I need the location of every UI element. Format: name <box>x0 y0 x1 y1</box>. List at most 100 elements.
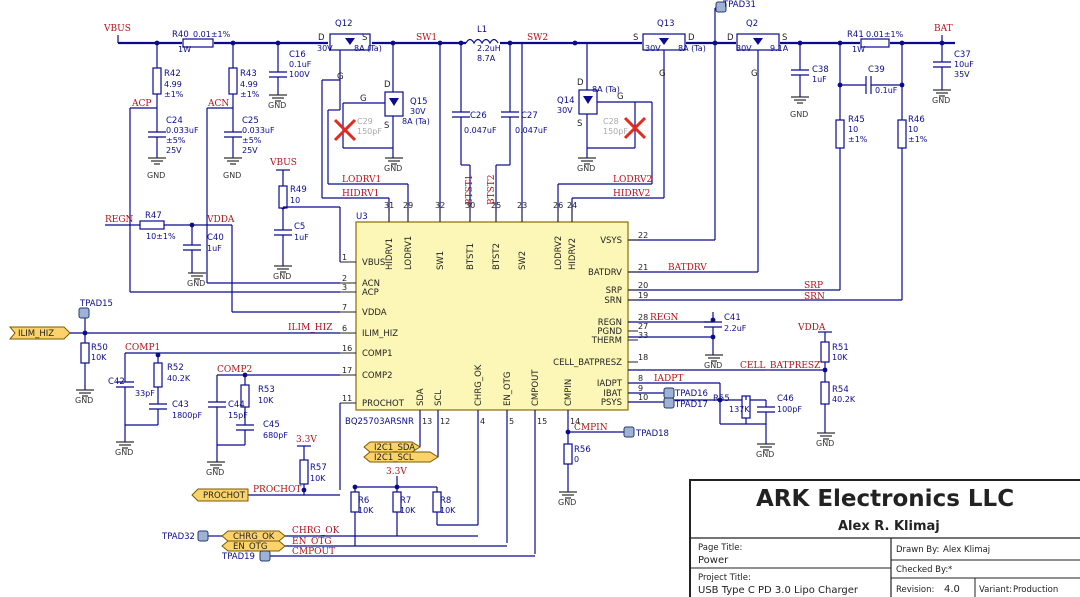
mosfet-q15: Q15 30V 8A (Ta) D S G <box>343 43 430 158</box>
svg-text:R45: R45 <box>848 115 865 125</box>
svg-text:S: S <box>633 33 638 43</box>
comp2-network: C44 15pF R53 10K C45 680pF <box>208 374 340 462</box>
net-comp1-label: COMP1 <box>125 343 160 353</box>
svg-text:R6: R6 <box>358 496 369 506</box>
status-lines: CHRG_OK EN_OTG TPAD32 TPAD19 <box>161 410 536 562</box>
svg-text:100pF: 100pF <box>777 405 802 414</box>
net-acn-label: ACN <box>207 99 229 109</box>
svg-text:GND: GND <box>756 450 774 459</box>
svg-text:±1%: ±1% <box>164 90 184 99</box>
comp1-network: C42 33pF R52 40.2K C43 1800pF <box>108 352 340 442</box>
cell-batpresz-divider: R51 10K R54 40.2K <box>628 331 856 433</box>
svg-text:G: G <box>751 69 758 79</box>
ic-pin-name: SRN <box>604 296 622 306</box>
ic-pin-number: 13 <box>422 417 432 426</box>
svg-text:R50: R50 <box>91 343 108 353</box>
testpoint-tpad31: TPAD31 <box>715 0 756 13</box>
svg-text:Q2: Q2 <box>746 19 758 29</box>
ic-pin-name: ACP <box>362 288 379 298</box>
prochot-port: PROCHOT <box>203 491 246 501</box>
ic-pin-number: 2 <box>342 274 347 283</box>
net-regn-label-2: REGN <box>650 313 679 323</box>
svg-text:TPAD17: TPAD17 <box>674 400 708 410</box>
svg-text:R55: R55 <box>713 394 730 404</box>
svg-text:10: 10 <box>908 125 918 134</box>
svg-text:0.1uF: 0.1uF <box>289 60 312 69</box>
svg-text:R54: R54 <box>832 385 849 395</box>
net-comp2-label: COMP2 <box>217 365 252 375</box>
ic-pin-name: CMPOUT <box>531 369 541 406</box>
svg-text:8A (Ta): 8A (Ta) <box>354 44 382 53</box>
svg-text:TPAD15: TPAD15 <box>79 299 113 309</box>
ic-pin-number: 16 <box>342 344 352 353</box>
ic-pin-number: 28 <box>638 313 648 322</box>
title-block <box>689 479 1080 597</box>
svg-text:10uF: 10uF <box>954 60 974 69</box>
svg-text:2.2uH: 2.2uH <box>477 44 501 53</box>
svg-text:R49: R49 <box>290 185 307 195</box>
svg-text:9.1A: 9.1A <box>770 44 789 53</box>
svg-text:0.01±1%: 0.01±1% <box>866 30 904 39</box>
svg-text:100V: 100V <box>289 70 310 79</box>
ic-pin-number: 21 <box>638 263 648 272</box>
page-title: Power <box>698 555 729 566</box>
svg-text:D: D <box>727 33 734 43</box>
net-vdda-label-2: VDDA <box>797 323 826 333</box>
svg-text:10K: 10K <box>400 506 416 515</box>
variant-label: Variant: <box>979 585 1012 595</box>
svg-text:35V: 35V <box>954 70 970 79</box>
ic-pin-name: COMP1 <box>362 349 393 359</box>
svg-text:1W: 1W <box>852 45 865 54</box>
net-sw1-label: SW1 <box>416 33 437 43</box>
net-regn-label: REGN <box>105 215 134 225</box>
svg-text:33pF: 33pF <box>135 389 155 398</box>
ic-pin-name: EN_OTG <box>503 372 513 406</box>
ic-pin-number: 7 <box>342 303 347 312</box>
svg-text:8A (Ta): 8A (Ta) <box>402 117 430 126</box>
svg-text:R40: R40 <box>172 30 189 40</box>
author-name: Alex R. Klimaj <box>838 519 940 534</box>
ic-pin-name: SCL <box>434 390 444 406</box>
svg-text:0.047uF: 0.047uF <box>464 126 497 135</box>
svg-text:R46: R46 <box>908 115 925 125</box>
svg-text:C38: C38 <box>812 65 829 75</box>
svg-text:25V: 25V <box>166 146 182 155</box>
ic-pin-number: 33 <box>638 331 648 340</box>
svg-text:1800pF: 1800pF <box>172 411 202 420</box>
mosfet-q12: Q12 30V 8A (Ta) D S G <box>317 19 382 110</box>
ic-pin-name: PGND <box>597 327 622 337</box>
ic-pin-number: 17 <box>342 366 352 375</box>
ic-pin-number: 23 <box>517 201 527 210</box>
ic-pin-number: 4 <box>480 417 485 426</box>
ic-pin-number: 1 <box>342 253 347 262</box>
ic-pin-name: HIDRV1 <box>385 238 395 270</box>
ic-pin-number: 18 <box>638 353 648 362</box>
svg-text:GND: GND <box>187 279 205 288</box>
svg-text:30V: 30V <box>557 106 573 115</box>
ic-pin-name: COMP2 <box>362 371 393 381</box>
svg-text:R47: R47 <box>145 211 162 221</box>
svg-text:C37: C37 <box>954 50 971 60</box>
drive-routing-2 <box>557 80 665 222</box>
svg-text:C28: C28 <box>603 117 619 126</box>
svg-text:R41: R41 <box>847 30 864 40</box>
svg-text:GND: GND <box>816 439 834 448</box>
ic-pin-number: 24 <box>567 201 577 210</box>
revision: 4.0 <box>944 584 960 595</box>
ic-pin-number: 30 <box>465 201 475 210</box>
svg-text:C29: C29 <box>357 117 373 126</box>
net-prochot-label: PROCHOT <box>253 485 301 495</box>
svg-text:TPAD16: TPAD16 <box>674 389 708 399</box>
svg-text:GND: GND <box>790 110 808 119</box>
ic-pin-number: 6 <box>342 324 347 333</box>
ic-pin-name: SW2 <box>518 251 528 270</box>
i2c1-scl-port: I2C1_SCL <box>374 453 414 463</box>
svg-text:C43: C43 <box>172 400 189 410</box>
svg-text:10K: 10K <box>91 353 107 362</box>
svg-text:1uF: 1uF <box>294 233 309 242</box>
svg-text:U3: U3 <box>356 212 368 222</box>
net-cmpin-label: CMPIN <box>574 423 608 433</box>
ic-pin-name: VBUS <box>362 258 385 268</box>
checked-by-label: Checked By: <box>896 565 948 575</box>
